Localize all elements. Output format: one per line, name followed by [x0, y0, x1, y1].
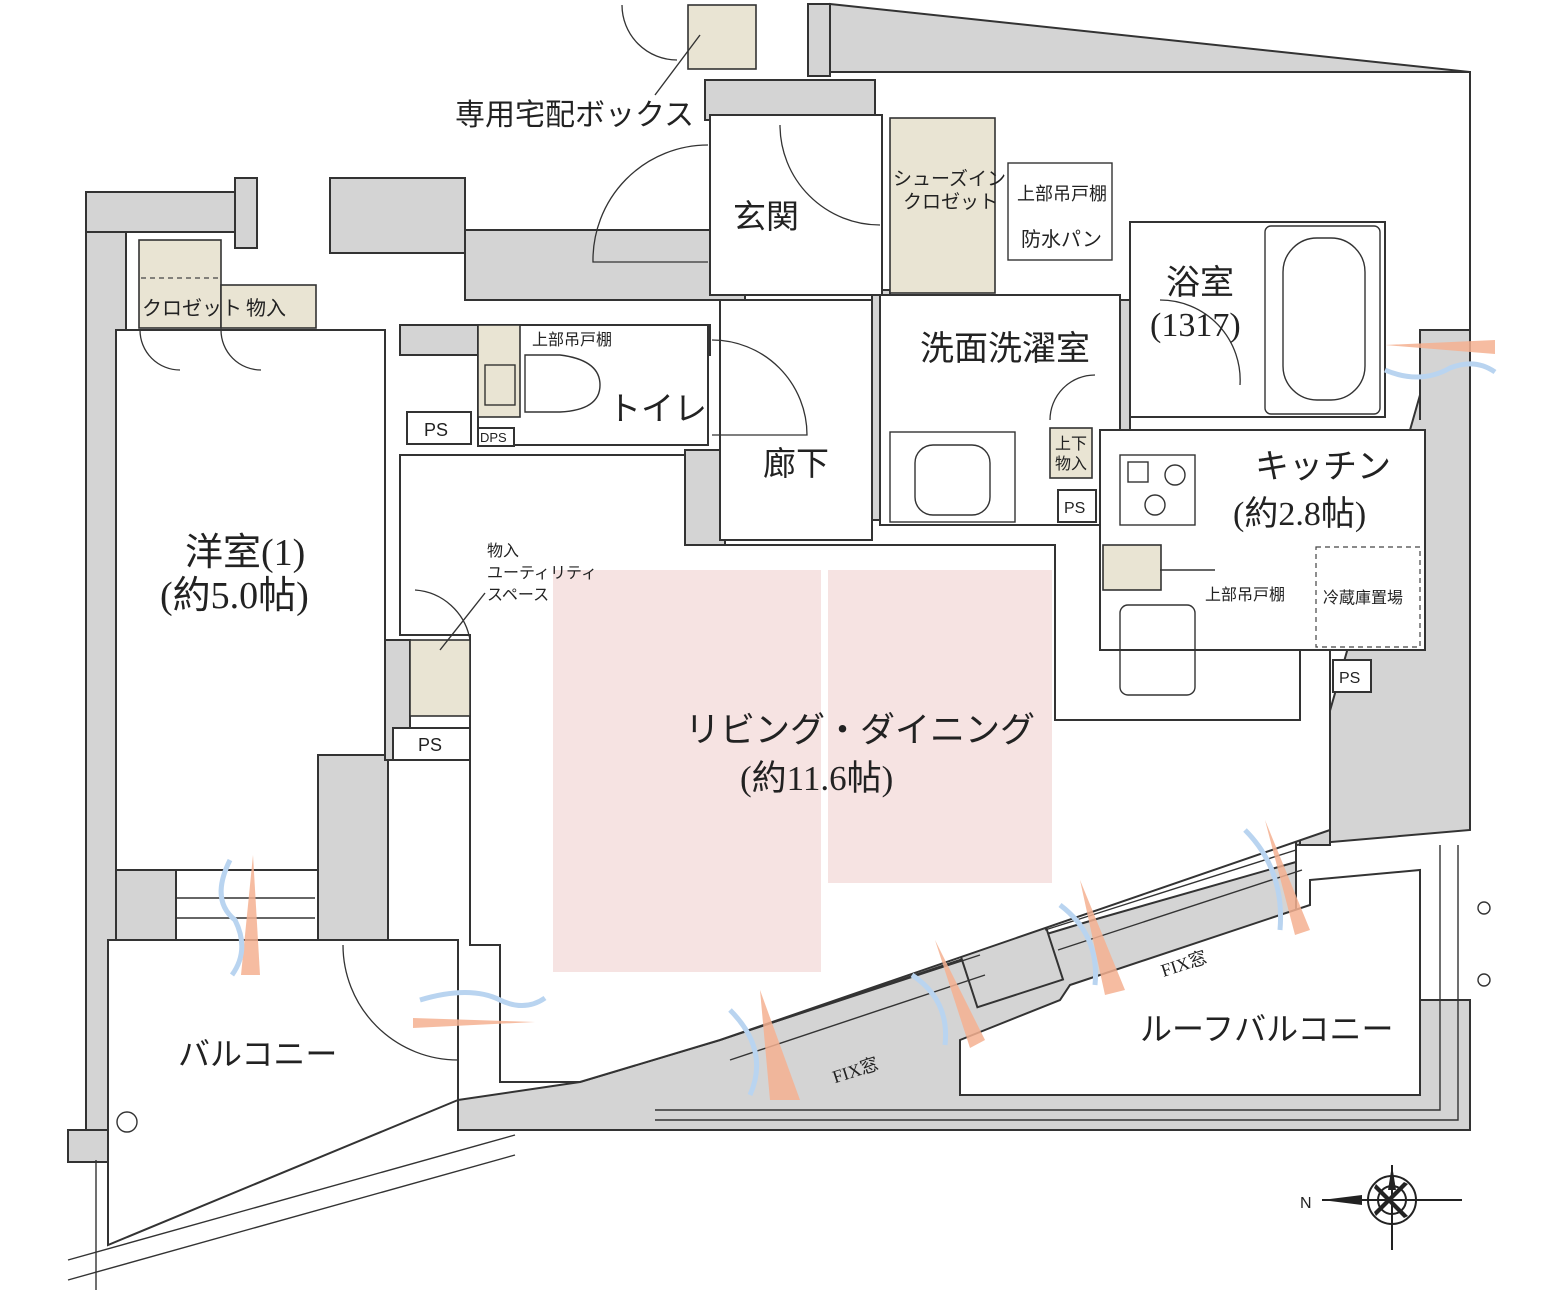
label-entrance: 玄関 — [733, 199, 799, 236]
furniture-zone-left — [553, 570, 821, 972]
sink-icon — [1119, 604, 1196, 696]
railing — [67, 845, 1459, 1290]
closet-box — [138, 239, 222, 329]
ps-box-2 — [392, 727, 471, 761]
label-closet: クロゼット — [142, 297, 242, 320]
label-upper-cabinet-kitchen: 上部吊戸棚 — [1205, 586, 1285, 604]
kitchen-upper-cabinet — [1102, 544, 1162, 591]
washbasin-icon — [889, 431, 1016, 523]
label-shoe-closet-1: シューズイン — [893, 168, 1006, 190]
toilet-icon — [484, 354, 601, 413]
label-corridor: 廊下 — [763, 446, 829, 483]
corridor-floor — [719, 299, 873, 541]
faucet-icon — [116, 901, 1491, 1133]
label-bathroom: 浴室 — [1166, 264, 1234, 302]
entrance-floor — [709, 114, 883, 296]
label-north: N — [1300, 1195, 1312, 1212]
label-roof-balcony: ルーフバルコニー — [1140, 1011, 1393, 1047]
ps-box-1 — [406, 411, 472, 445]
furniture-zone-right — [828, 570, 1052, 883]
label-washroom: 洗面洗濯室 — [920, 330, 1090, 368]
balcony-floor — [107, 939, 459, 1247]
compass-icon — [1322, 1165, 1462, 1250]
utility-storage — [409, 639, 471, 717]
label-delivery-box: 専用宅配ボックス — [455, 99, 694, 132]
ps-boxes — [392, 411, 1372, 761]
label-balcony: バルコニー — [178, 1036, 337, 1072]
stove-icon — [1119, 454, 1196, 526]
western-room-floor — [115, 329, 386, 871]
label-fridge: 冷蔵庫置場 — [1323, 589, 1403, 607]
toilet-cabinet — [477, 324, 521, 418]
label-living: リビング・ダイニング — [685, 711, 1035, 750]
storage-units — [138, 4, 1421, 717]
bathtub-icon — [1264, 225, 1381, 415]
label-upper-lower-1: 上下 — [1055, 435, 1087, 453]
label-shoe-closet-2: クロゼット — [903, 191, 998, 213]
label-ps-2: PS — [418, 735, 442, 755]
label-utility-2: ユーティリティ — [487, 565, 597, 582]
label-utility-3: スペース — [487, 587, 549, 604]
label-living-size: (約11.6帖) — [740, 759, 893, 798]
ps-box-4 — [1332, 659, 1372, 693]
label-upper-lower-2: 物入 — [1055, 455, 1087, 473]
label-upper-cabinet-toilet: 上部吊戸棚 — [532, 331, 612, 349]
bathroom-floor — [1129, 221, 1386, 418]
upper-lower-storage — [1049, 427, 1093, 479]
kitchen-floor — [1099, 429, 1426, 651]
label-ps-1: PS — [424, 420, 448, 440]
label-toilet: トイレ — [608, 392, 707, 428]
label-dps: DPS — [480, 430, 507, 445]
storage-box — [220, 284, 317, 329]
ventilation-icon — [218, 340, 1497, 1100]
shoe-closet — [889, 117, 996, 294]
label-upper-cabinet-laundry: 上部吊戸棚 — [1017, 184, 1107, 204]
label-ps-3: PS — [1064, 500, 1085, 517]
label-western-room-size: (約5.0帖) — [160, 575, 309, 617]
laundry-cabinet — [1007, 162, 1113, 261]
label-storage: 物入 — [246, 297, 286, 320]
dps-box — [477, 427, 515, 447]
fridge-space — [1315, 546, 1421, 648]
label-ps-4: PS — [1339, 670, 1360, 687]
label-kitchen: キッチン — [1255, 449, 1391, 486]
label-waterproof-pan: 防水パン — [1021, 228, 1102, 251]
label-bathroom-size: (1317) — [1150, 307, 1241, 344]
label-kitchen-size: (約2.8帖) — [1233, 495, 1366, 533]
door-swings — [139, 4, 1241, 1061]
ps-box-3 — [1057, 489, 1097, 523]
label-western-room: 洋室(1) — [185, 532, 305, 574]
label-utility-1: 物入 — [487, 542, 519, 560]
washroom-floor — [879, 294, 1121, 526]
